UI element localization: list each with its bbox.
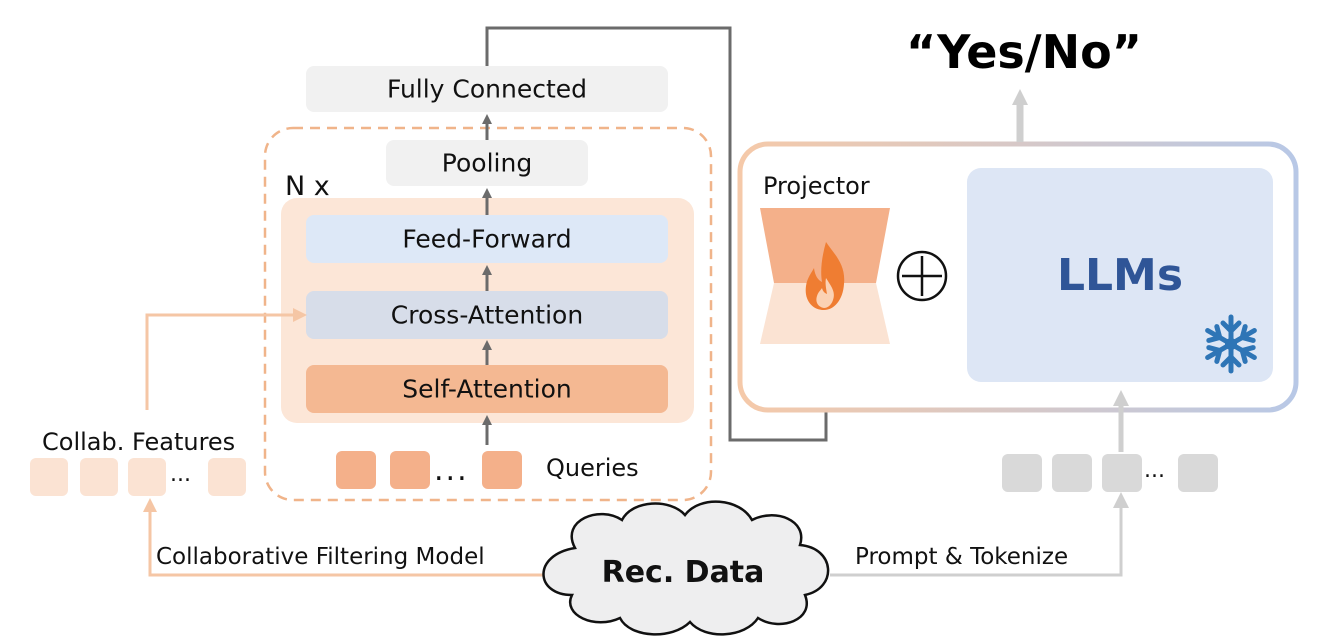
feed-forward-label: Feed-Forward — [402, 224, 572, 254]
collab-feature-token — [208, 458, 246, 496]
cf-model-label: Collaborative Filtering Model — [156, 544, 485, 570]
prompt-token — [1102, 454, 1142, 492]
llms-label: LLMs — [1056, 250, 1184, 301]
prompt-token — [1052, 454, 1092, 492]
collab-features-ellipsis: ... — [170, 462, 191, 487]
rec-data-cloud — [542, 500, 830, 636]
output-label: “Yes/No” — [906, 25, 1142, 79]
self-attention-label: Self-Attention — [402, 374, 572, 404]
arrow-collab-to-cross — [145, 308, 307, 410]
cross-attention-label: Cross-Attention — [390, 300, 584, 330]
collab-feature-token — [128, 458, 166, 496]
prompt-tokenize-label: Prompt & Tokenize — [855, 544, 1069, 570]
cross-attention-box — [306, 291, 668, 339]
circled-plus-icon — [896, 250, 948, 302]
prompt-token — [1002, 454, 1042, 492]
self-attention-box — [306, 365, 668, 413]
query-token — [482, 451, 522, 489]
queries-ellipsis: ... — [434, 453, 469, 488]
projector-top — [760, 208, 890, 283]
arrow-prompt-to-tokens — [830, 492, 1129, 577]
nx-label: N x — [285, 171, 330, 202]
projector-label: Projector — [763, 172, 870, 200]
feed-forward-box — [306, 215, 668, 263]
prompt-token — [1178, 454, 1218, 492]
rec-data-label: Rec. Data — [601, 555, 765, 590]
fully-connected-label: Fully Connected — [386, 74, 588, 104]
collab-feature-token — [30, 458, 68, 496]
queries-label: Queries — [546, 454, 639, 482]
snowflake-icon — [1205, 314, 1257, 374]
pooling-box — [386, 140, 588, 186]
collab-feature-token — [80, 458, 118, 496]
flame-icon — [805, 242, 845, 310]
arrow-fc-to-projector — [485, 26, 831, 442]
collab-features-label: Collab. Features — [42, 428, 236, 456]
pooling-label: Pooling — [441, 148, 533, 178]
fully-connected-box — [306, 66, 668, 112]
query-token — [390, 451, 430, 489]
prompt-tokens-ellipsis: ... — [1144, 458, 1165, 483]
query-token — [336, 451, 376, 489]
arrow-cf-model-to-features — [143, 498, 545, 577]
projector-bottom — [760, 283, 890, 344]
llm-box — [967, 168, 1273, 382]
